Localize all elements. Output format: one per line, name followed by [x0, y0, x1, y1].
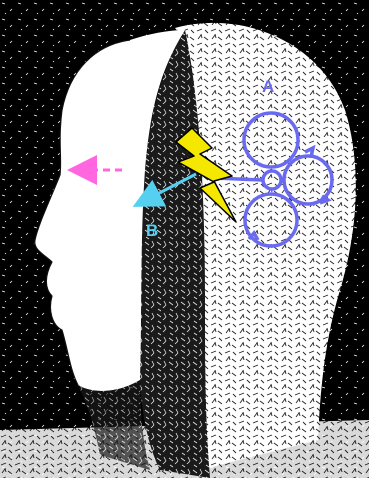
label-b: B — [146, 221, 158, 240]
label-a: A — [262, 77, 274, 96]
